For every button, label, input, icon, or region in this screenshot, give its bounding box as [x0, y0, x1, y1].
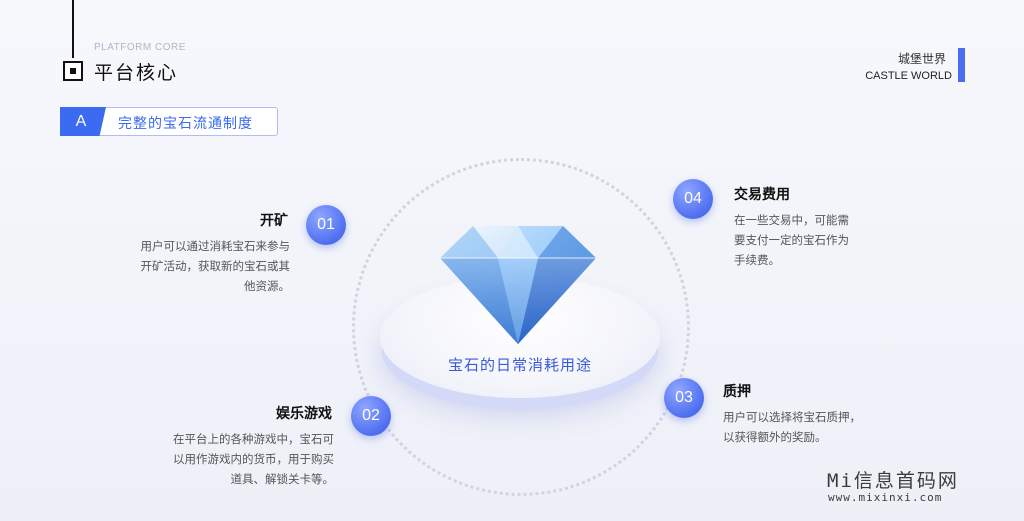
item-01-title: 开矿	[260, 213, 288, 229]
page-subtitle-en: PLATFORM CORE	[94, 42, 186, 53]
item-01-number-badge: 01	[306, 205, 346, 245]
item-04-description: 在一些交易中，可能需 要支付一定的宝石作为 手续费。	[734, 213, 849, 267]
brand-name-en: CASTLE WORLD	[865, 70, 952, 82]
item-03-title: 质押	[723, 384, 751, 400]
center-label: 宝石的日常消耗用途	[447, 356, 592, 374]
item-03-description: 用户可以选择将宝石质押， 以获得额外的奖励。	[723, 410, 861, 444]
item-02-description: 在平台上的各种游戏中，宝石可 以用作游戏内的货币，用于购买 道具、解锁关卡等。	[173, 432, 334, 486]
brand-name-cn: 城堡世界	[897, 52, 946, 66]
item-01-description: 用户可以通过消耗宝石来参与 开矿活动，获取新的宝石或其 他资源。	[140, 239, 291, 293]
dotted-orbit-ring	[352, 158, 690, 496]
watermark-url: www.mixinxi.com	[828, 491, 943, 504]
item-02-title: 娱乐游戏	[276, 406, 332, 422]
item-02-number-badge: 02	[351, 396, 391, 436]
brand-accent-bar	[958, 48, 965, 82]
section-title: 完整的宝石流通制度	[118, 116, 253, 132]
item-03-number-badge: 03	[664, 378, 704, 418]
header-vertical-line	[72, 0, 74, 58]
item-04-title: 交易费用	[734, 187, 790, 203]
square-dot-icon	[63, 61, 83, 81]
page-title: 平台核心	[94, 62, 179, 84]
item-04-number-badge: 04	[673, 179, 713, 219]
watermark-title: Mi信息首码网	[827, 470, 959, 492]
diamond-icon	[440, 226, 596, 344]
section-letter-badge: A	[60, 107, 106, 136]
